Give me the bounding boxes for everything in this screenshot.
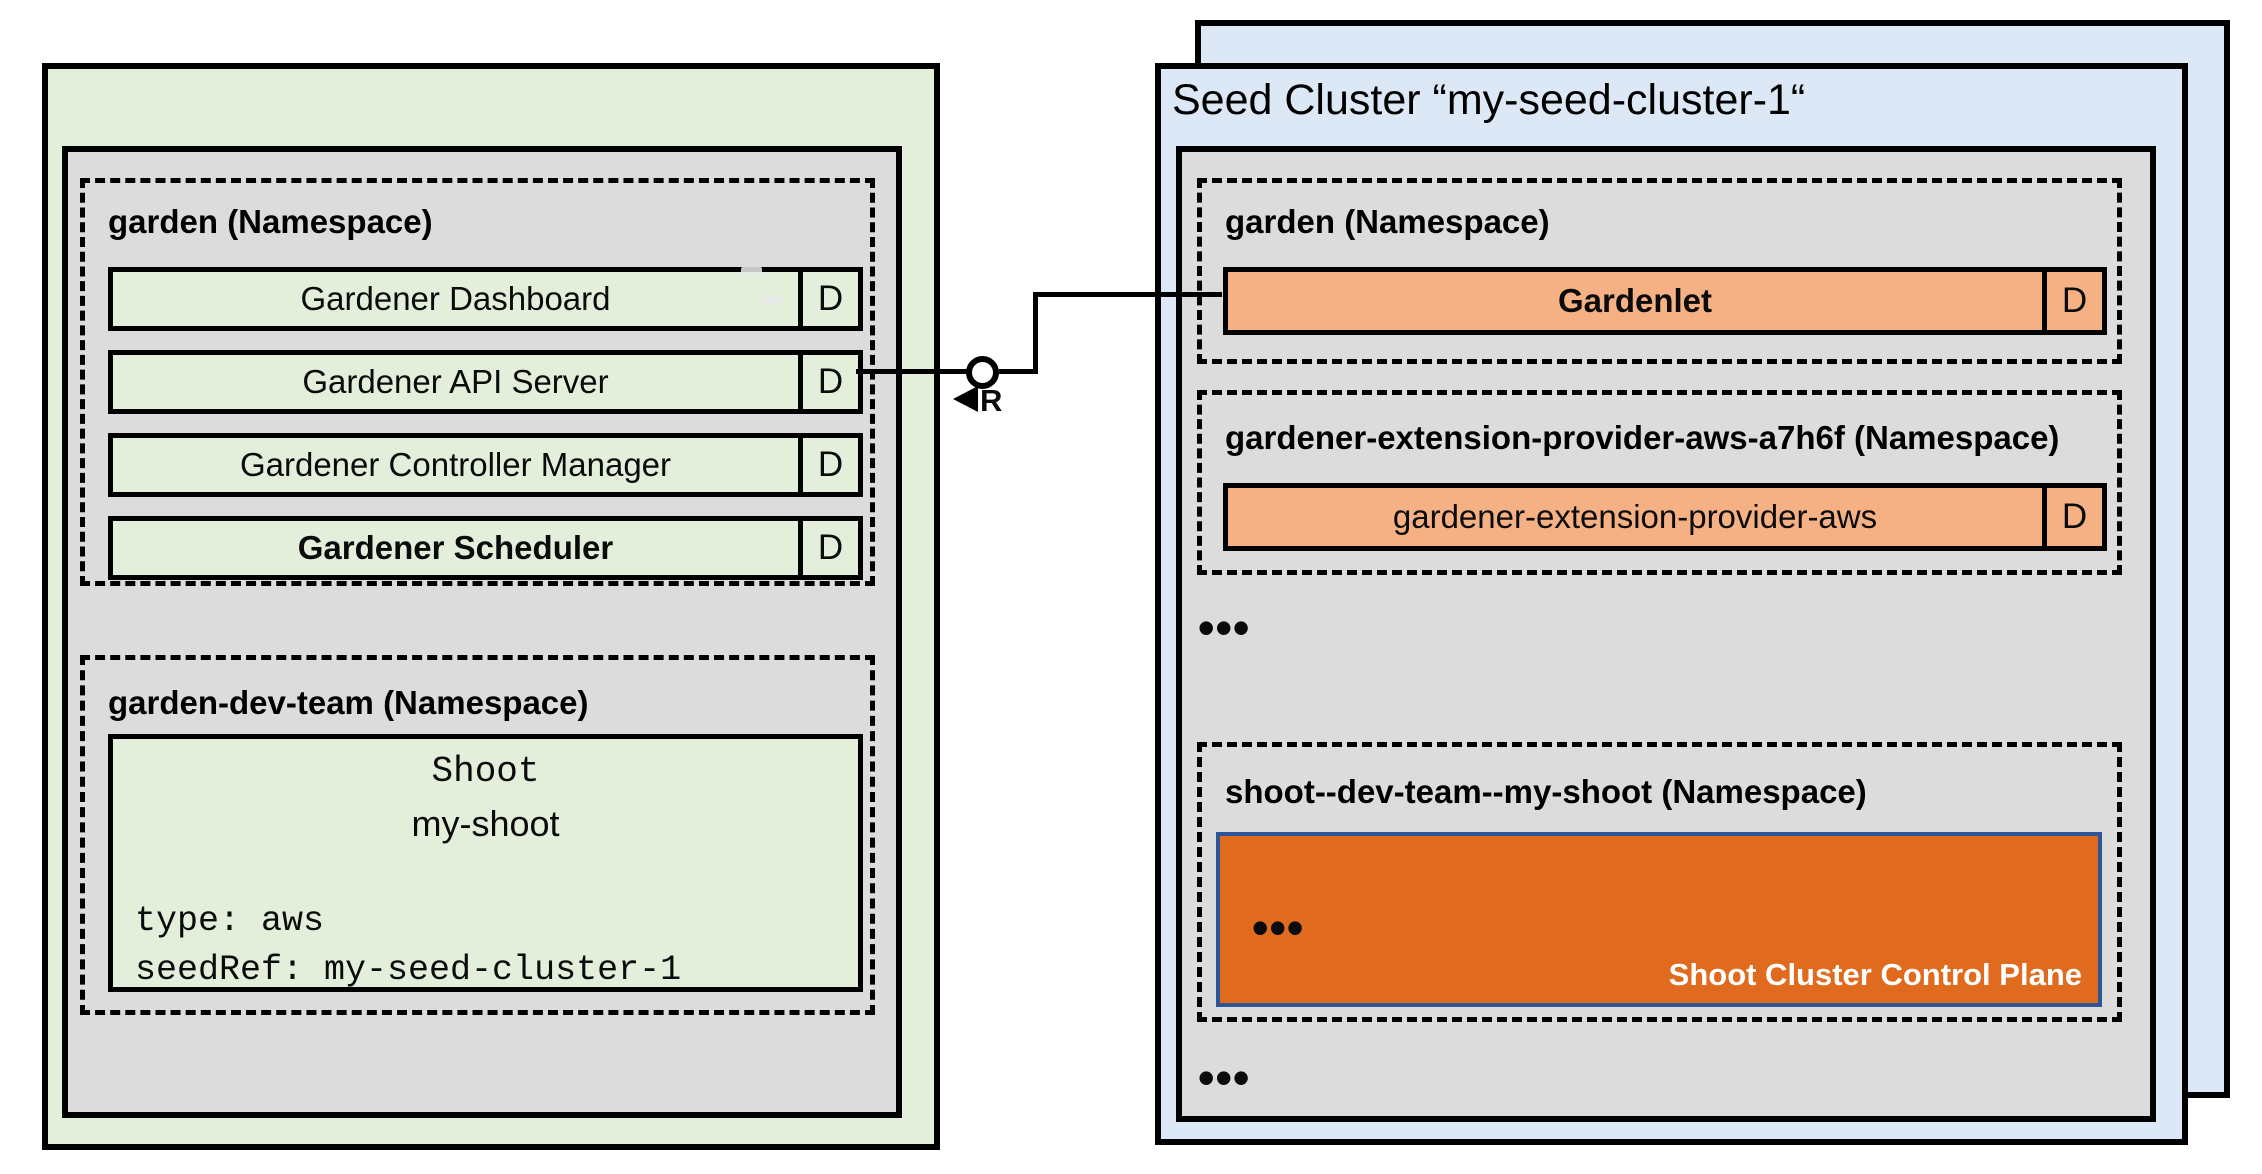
namespace-extension-provider-aws: gardener-extension-provider-aws-a7h6f (N… (1197, 390, 2122, 575)
namespace-extension-provider-aws-label: gardener-extension-provider-aws-a7h6f (N… (1225, 419, 2060, 456)
component-gardener-dashboard: Gardener Dashboard D (108, 267, 863, 331)
shoot-resource-card: Shoot my-shoot type: aws seedRef: my-see… (108, 734, 863, 992)
deployment-badge: D (798, 438, 858, 492)
deployment-badge: D (798, 355, 858, 409)
seed-cluster-title: Seed Cluster “my-seed-cluster-1“ (1172, 76, 1806, 124)
namespace-garden-left: garden (Namespace) Gardener Dashboard D … (80, 178, 875, 586)
arrow-left-icon (953, 386, 978, 412)
deployment-badge: D (2042, 488, 2102, 546)
shoot-kind: Shoot (431, 751, 540, 792)
more-ellipsis: ••• (1252, 901, 1305, 954)
more-ellipsis: ••• (1198, 1051, 1251, 1104)
component-gardener-extension-provider-aws: gardener-extension-provider-aws D (1223, 483, 2107, 551)
shoot-spec-type: type: aws (135, 901, 325, 941)
namespace-shoot-label: shoot--dev-team--my-shoot (Namespace) (1225, 773, 1867, 810)
component-label: Gardener Controller Manager (239, 446, 672, 483)
component-gardener-controller-manager: Gardener Controller Manager D (108, 433, 863, 497)
shoot-spec: type: aws seedRef: my-seed-cluster-1 (135, 897, 681, 995)
connector-label: R (980, 383, 1003, 418)
artifact-mark (760, 296, 782, 303)
namespace-garden-right-label: garden (Namespace) (1225, 203, 1550, 240)
component-label: Gardener Scheduler (297, 529, 614, 566)
component-label: Gardener API Server (302, 363, 609, 400)
component-label: gardener-extension-provider-aws (1392, 498, 1878, 535)
component-gardener-api-server: Gardener API Server D (108, 350, 863, 414)
shoot-cluster-control-plane-box: ••• Shoot Cluster Control Plane (1216, 832, 2102, 1007)
interface-circle-icon (966, 356, 999, 389)
control-plane-label: Shoot Cluster Control Plane (1668, 957, 2082, 992)
namespace-garden-right: garden (Namespace) Gardenlet D (1197, 178, 2122, 364)
connector-line-segment (856, 369, 968, 374)
component-label: Gardenlet (1557, 282, 1713, 319)
deployment-badge: D (2042, 272, 2102, 330)
component-gardener-scheduler: Gardener Scheduler D (108, 516, 863, 580)
component-label: Gardener Dashboard (300, 280, 611, 317)
shoot-name: my-shoot (411, 803, 560, 844)
deployment-badge: D (798, 521, 858, 575)
more-ellipsis: ••• (1198, 601, 1251, 654)
connector-line-segment (1033, 292, 1038, 374)
artifact-mark (741, 267, 762, 274)
namespace-garden-dev-team: garden-dev-team (Namespace) Shoot my-sho… (80, 655, 875, 1015)
namespace-shoot-dev-team-my-shoot: shoot--dev-team--my-shoot (Namespace) ••… (1197, 742, 2122, 1022)
deployment-badge: D (798, 272, 858, 326)
connector-line-segment (999, 369, 1038, 374)
namespace-garden-dev-team-label: garden-dev-team (Namespace) (108, 684, 589, 721)
connector-line-segment (1038, 292, 1222, 297)
shoot-spec-seedref: seedRef: my-seed-cluster-1 (135, 950, 682, 990)
namespace-garden-left-label: garden (Namespace) (108, 203, 433, 240)
component-gardenlet: Gardenlet D (1223, 267, 2107, 335)
